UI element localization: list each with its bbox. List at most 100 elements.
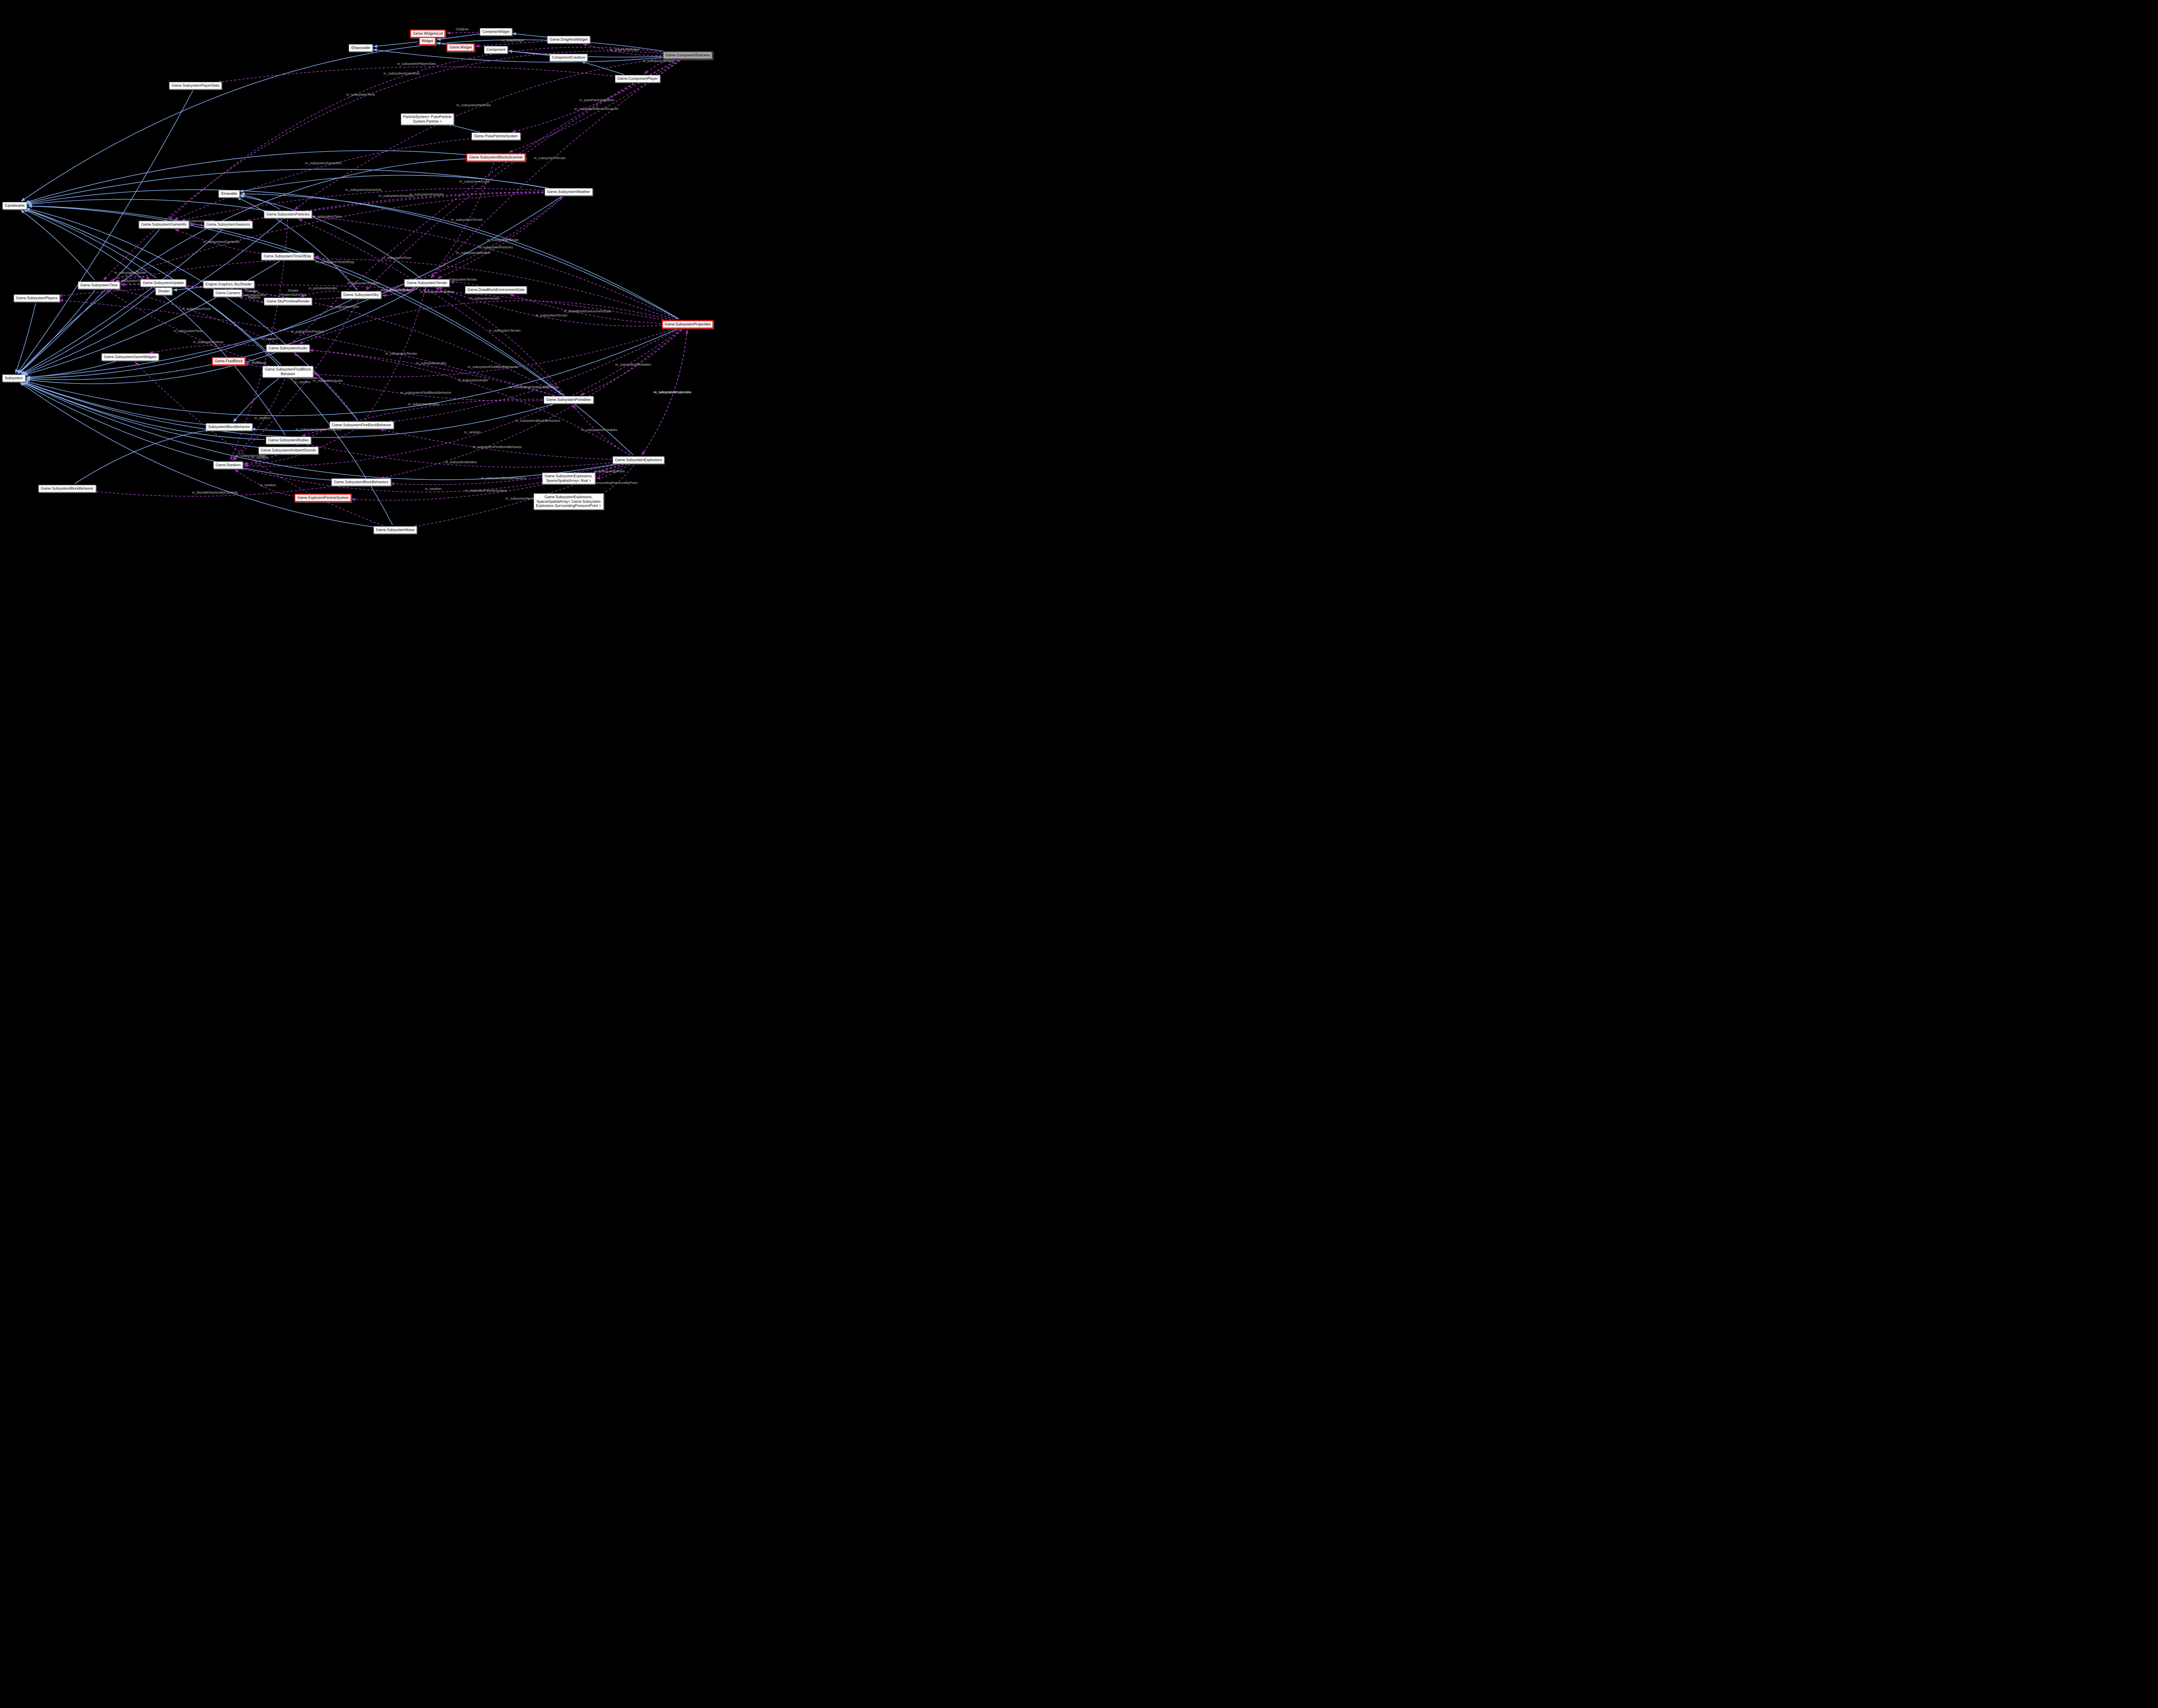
inheritance-edge-spick-subs xyxy=(23,381,554,438)
node-game-subsystemsky[interactable]: Game.SubsystemSky xyxy=(341,291,381,299)
member-edge-spick-sbod xyxy=(301,399,543,437)
inheritance-edge-swea-subs xyxy=(26,196,562,379)
node-sparsespatialarray-surroundingpressurepoint[interactable]: Game.SubsystemExplosions. SparseSpatialA… xyxy=(534,493,604,510)
node-game-fluidblock[interactable]: Game.FluidBlock xyxy=(212,357,246,365)
node-sparsespatialarray-float[interactable]: Game.SubsystemExplosions. SparseSpatialA… xyxy=(542,472,595,484)
node-game-camera[interactable]: Game.Camera xyxy=(213,289,242,297)
node-game-widgetslist[interactable]: Game.WidgetsList xyxy=(410,29,446,38)
node-shader[interactable]: Shader xyxy=(155,288,172,295)
member-edge-sexp-ssaf xyxy=(596,464,630,480)
inheritance-edge-sproj-subs xyxy=(24,329,677,416)
node-game-explosionparticlesystem[interactable]: Game.ExplosionParticleSystem xyxy=(294,494,352,502)
node-game-subsystemgamewidgets[interactable]: Game.SubsystemGameWidgets xyxy=(101,353,159,361)
inheritance-edge-sbbs-subs xyxy=(21,382,333,481)
node-game-subsystemplayerstats[interactable]: Game.SubsystemPlayerStats xyxy=(169,82,222,89)
node-idrawable[interactable]: IDrawable xyxy=(218,190,240,197)
member-edge-sexp-sfire xyxy=(380,428,612,460)
inheritance-edge-samb-subs xyxy=(22,381,262,448)
node-game-subsystemfireblockbehavior[interactable]: Game.SubsystemFireBlockBehavior xyxy=(329,421,394,429)
inheritance-edge-cs-comp xyxy=(508,50,662,58)
inheritance-edge-swea-idraw xyxy=(239,175,550,193)
node-game-subsystembodies[interactable]: Game.SubsystemBodies xyxy=(265,437,311,444)
member-edge-cw-wl xyxy=(446,31,479,35)
member-edge-spick-saud xyxy=(309,349,554,396)
inheritance-edge-snoise-subs xyxy=(19,382,376,528)
member-edge-sfire-rnd xyxy=(243,430,354,466)
node-game-subsystemgameinfo[interactable]: Game.SubsystemGameInfo xyxy=(138,221,189,228)
member-edge-cp-sps xyxy=(217,66,616,84)
inheritance-edge-cs-iupd xyxy=(21,39,667,201)
member-edge-sproj-sbbs xyxy=(380,329,682,479)
inheritance-edge-sbs-subs xyxy=(18,158,466,374)
member-edge-spick-stime xyxy=(121,283,560,396)
node-game-subsystemnoise[interactable]: Game.SubsystemNoise xyxy=(373,526,417,534)
node-particlesystem-pukeparticle[interactable]: ParticleSystem< PukeParticle System.Part… xyxy=(401,113,454,125)
node-game-subsystemfluidblockbehavior[interactable]: Game.SubsystemFluidBlock Behavior xyxy=(262,366,314,378)
inheritance-edge-gw-w xyxy=(436,42,447,45)
node-game-subsystemblocksscanner[interactable]: Game.SubsystemBlocksScanner xyxy=(466,153,526,161)
node-game-subsystemparticles[interactable]: Game.SubsystemParticles xyxy=(264,211,312,218)
inheritance-edge-snoise-iupd xyxy=(24,208,393,525)
node-idisposable[interactable]: IDisposable xyxy=(349,44,373,52)
member-edge-sexp-saud xyxy=(309,349,631,456)
member-edge-swea-sgi xyxy=(180,188,544,222)
node-game-subsystemblockbehaviors[interactable]: Game.SubsystemBlockBehaviors xyxy=(331,478,391,486)
inheritance-edge-sterr-subs xyxy=(26,287,419,381)
node-game-subsystemexplosions[interactable]: Game.SubsystemExplosions xyxy=(612,456,665,464)
inheritance-edge-sbod-iupd xyxy=(23,209,286,436)
node-game-drawblockenvironmentdata[interactable]: Game.DrawBlockEnvironmentData xyxy=(465,286,527,293)
inheritance-edge-sfbb-sbbb xyxy=(233,378,279,422)
node-game-componentplayer[interactable]: Game.ComponentPlayer xyxy=(615,75,661,82)
member-edge-ssky-sterr xyxy=(382,287,416,296)
node-game-subsystemaudio[interactable]: Game.SubsystemAudio xyxy=(266,345,310,352)
node-game-draghostwidget[interactable]: Game.DragHostWidget xyxy=(547,36,590,43)
inheritance-edge-cs-idisp xyxy=(373,48,664,63)
node-widget[interactable]: Widget xyxy=(419,37,436,45)
member-edge-sbbs-gsbb xyxy=(92,485,339,497)
member-edge-sexp-eps xyxy=(351,464,624,501)
node-game-skyprimitiverender[interactable]: Game.SkyPrimitiveRender xyxy=(264,298,312,305)
node-game-widget[interactable]: Game.Widget xyxy=(446,43,475,52)
member-edge-sproj-splay xyxy=(58,284,668,321)
member-edge-sfire-saud xyxy=(293,352,358,420)
node-game-subsystemambientsounds[interactable]: Game.SubsystemAmbientSounds xyxy=(258,447,319,454)
node-engine-graphics-skyshader[interactable]: Engine.Graphics.SkyShader xyxy=(203,281,254,288)
node-subsystemblockbehavior[interactable]: SubsystemBlockBehavior xyxy=(206,423,253,431)
node-game-subsystemweather[interactable]: Game.SubsystemWeather xyxy=(545,188,593,196)
node-containerwidget[interactable]: ContainerWidget xyxy=(480,28,512,35)
node-game-subsystemblockbehavior[interactable]: Game.SubsystemBlockBehavior xyxy=(38,485,96,492)
inheritance-edge-sexp-iupd xyxy=(28,204,633,455)
node-iupdateable[interactable]: IUpdateable xyxy=(2,202,27,209)
member-edge-ssky-stod xyxy=(314,255,358,290)
member-edge-sproj-sfire xyxy=(388,329,679,423)
inheritance-edge-pps-psp xyxy=(447,123,480,133)
inheritance-edge-sgwid-subs xyxy=(26,361,116,379)
member-edge-sproj-dbed xyxy=(509,294,662,324)
member-edge-sfbb-stime xyxy=(106,289,271,367)
node-game-subsystemupdate[interactable]: Game.SubsystemUpdate xyxy=(140,279,186,287)
inheritance-edge-sfire-sbbb xyxy=(251,427,335,431)
member-edge-sproj-spart xyxy=(310,215,678,320)
member-edge-sfire-sterr xyxy=(365,288,426,420)
node-game-subsystemseasons[interactable]: Game.SubsystemSeasons xyxy=(204,221,253,228)
inheritance-edge-spart-idraw xyxy=(240,194,281,210)
member-edge-cs-spart xyxy=(294,58,666,210)
member-edge-supd-stime xyxy=(120,282,140,286)
member-edge-dhw-gw xyxy=(475,40,547,48)
node-game-subsystemplayers[interactable]: Game.SubsystemPlayers xyxy=(13,294,60,302)
member-edge-sbs-sterr xyxy=(430,162,495,278)
node-game-random[interactable]: Game.Random xyxy=(213,461,243,469)
node-game-subsystemtimeofday[interactable]: Game.SubsystemTimeOfDay xyxy=(261,253,314,260)
member-edge-saud-stime xyxy=(114,288,278,344)
inheritance-edge-dhw-cw xyxy=(512,32,548,38)
node-game-subsystemterrain[interactable]: Game.SubsystemTerrain xyxy=(404,279,450,287)
node-game-componentsickness[interactable]: Game.ComponentSickness xyxy=(662,51,713,59)
node-subsystem[interactable]: Subsystem xyxy=(2,374,25,382)
node-componentcreature[interactable]: ComponentCreature xyxy=(549,54,588,61)
node-component[interactable]: Component xyxy=(484,46,508,53)
node-game-subsystemprojectiles[interactable]: Game.SubsystemProjectiles xyxy=(662,320,714,328)
node-game-subsystempickables[interactable]: Game.SubsystemPickables xyxy=(544,396,593,403)
node-game-subsystemtime[interactable]: Game.SubsystemTime xyxy=(78,282,120,289)
node-game-pukeparticlesystem[interactable]: Game.PukeParticleSystem xyxy=(472,132,520,140)
member-edge-sproj-rnd xyxy=(243,329,681,467)
